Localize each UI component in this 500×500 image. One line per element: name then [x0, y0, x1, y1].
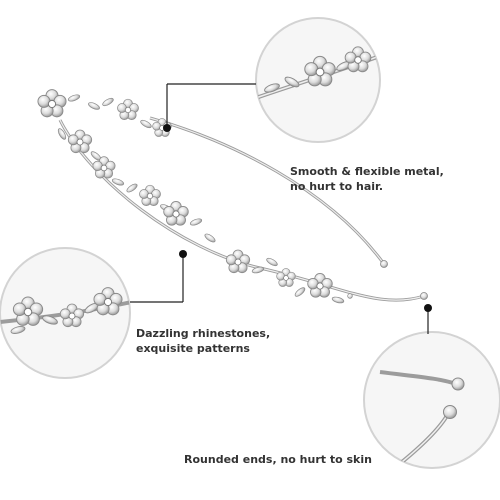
- caption-smooth-metal: Smooth & flexible metal, no hurt to hair…: [290, 164, 444, 194]
- callout-rounded-ends: [363, 304, 500, 469]
- caption-rounded-text: Rounded ends, no hurt to skin: [184, 453, 372, 466]
- callout-dot: [179, 250, 187, 258]
- caption-rounded-ends: Rounded ends, no hurt to skin: [184, 452, 372, 467]
- callout-dot: [163, 124, 171, 132]
- headband-end-ball: [380, 260, 388, 268]
- callout-rhinestones: [0, 247, 187, 379]
- callout-smooth-metal: [163, 17, 381, 143]
- caption-dazzle-line2: exquisite patterns: [136, 342, 250, 355]
- headband: [37, 89, 428, 305]
- caption-smooth-line2: no hurt to hair.: [290, 180, 384, 193]
- callout-dot: [424, 304, 432, 312]
- zoom-lens-right: [363, 331, 500, 469]
- caption-smooth-line1: Smooth & flexible metal,: [290, 165, 444, 178]
- rhinestone-vine: [37, 89, 353, 305]
- caption-rhinestones: Dazzling rhinestones, exquisite patterns: [136, 326, 270, 356]
- caption-dazzle-line1: Dazzling rhinestones,: [136, 327, 271, 340]
